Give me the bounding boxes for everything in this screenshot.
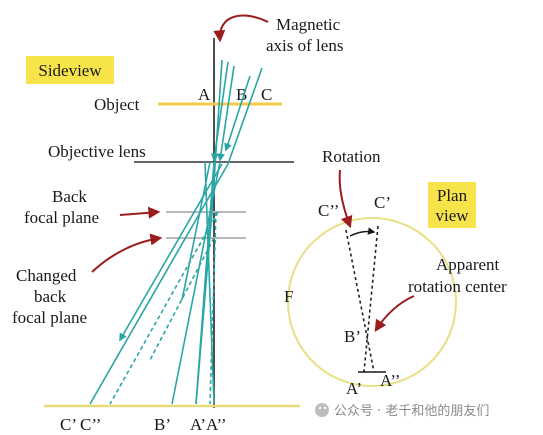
wechat-icon-eye-left: [318, 406, 322, 410]
back-focal-label-line2: focal plane: [24, 208, 99, 227]
rotation-arrow: [338, 169, 353, 229]
point-c-label: C: [261, 85, 272, 104]
magnetic-axis-label-line1: Magnetic: [276, 15, 341, 34]
point-a-label: A: [198, 85, 211, 104]
changed-label-line3: focal plane: [12, 308, 87, 327]
sideview-label-box: [26, 56, 114, 84]
apparent-center-arrow: [374, 295, 415, 333]
ray-c-2: [224, 75, 251, 152]
ray-b-2: [171, 161, 221, 405]
back-focal-label-line1: Back: [52, 187, 87, 206]
changed-label-line1: Changed: [16, 266, 77, 285]
plan-a2-label: A’’: [380, 371, 400, 390]
sideview-label: Sideview: [38, 61, 102, 80]
apparent-label-line2: rotation center: [408, 277, 507, 296]
magnetic-axis-label-line2: axis of lens: [266, 36, 343, 55]
plan-b-label: B’: [344, 327, 361, 346]
ray-group: [89, 59, 263, 405]
watermark: 公众号 · 老千和他的朋友们: [315, 403, 489, 419]
image-b-label: B’: [154, 415, 171, 434]
changed-label-line2: back: [34, 287, 67, 306]
plan-line-prime: [363, 225, 379, 373]
ray-c-4: [119, 163, 223, 342]
ray-c-1: [227, 67, 263, 165]
plan-view-label-box: [428, 182, 476, 228]
plan-f-label: F: [284, 287, 293, 306]
plan-view-label-line1: Plan: [437, 186, 468, 205]
changed-ray-3: [149, 237, 215, 361]
plan-rotation-arc: [349, 227, 376, 237]
back-focal-arrow: [119, 206, 161, 219]
ray-cross-3: [181, 161, 211, 301]
plan-a1-label: A’: [346, 379, 362, 398]
ray-cross-1: [195, 161, 215, 405]
point-b-label: B: [236, 85, 247, 104]
changed-focal-arrow: [91, 233, 163, 273]
changed-ray-1: [109, 211, 219, 405]
ray-a-3: [210, 61, 229, 162]
plan-view-label-line2: view: [435, 206, 469, 225]
apparent-label-line1: Apparent: [436, 255, 500, 274]
wechat-icon-eye-right: [323, 406, 327, 410]
changed-ray-group: [109, 211, 219, 405]
watermark-text: 公众号 · 老千和他的朋友们: [334, 403, 489, 419]
objective-lens-label: Objective lens: [48, 142, 146, 161]
ray-b-1: [216, 65, 235, 162]
object-label: Object: [94, 95, 140, 114]
plan-line-doubleprime: [345, 229, 375, 373]
image-c-label: C’ C’’: [60, 415, 101, 434]
magnetic-axis-arrow: [213, 14, 269, 43]
wechat-icon: [315, 403, 329, 417]
plan-c2-label: C’’: [318, 201, 339, 220]
ray-cross-2: [204, 161, 215, 405]
plan-c1-label: C’: [374, 193, 391, 212]
ray-c-3: [89, 163, 229, 405]
image-a-label: A’A’’: [190, 415, 227, 434]
plan-view-circle: [287, 217, 457, 387]
rotation-label: Rotation: [322, 147, 381, 166]
